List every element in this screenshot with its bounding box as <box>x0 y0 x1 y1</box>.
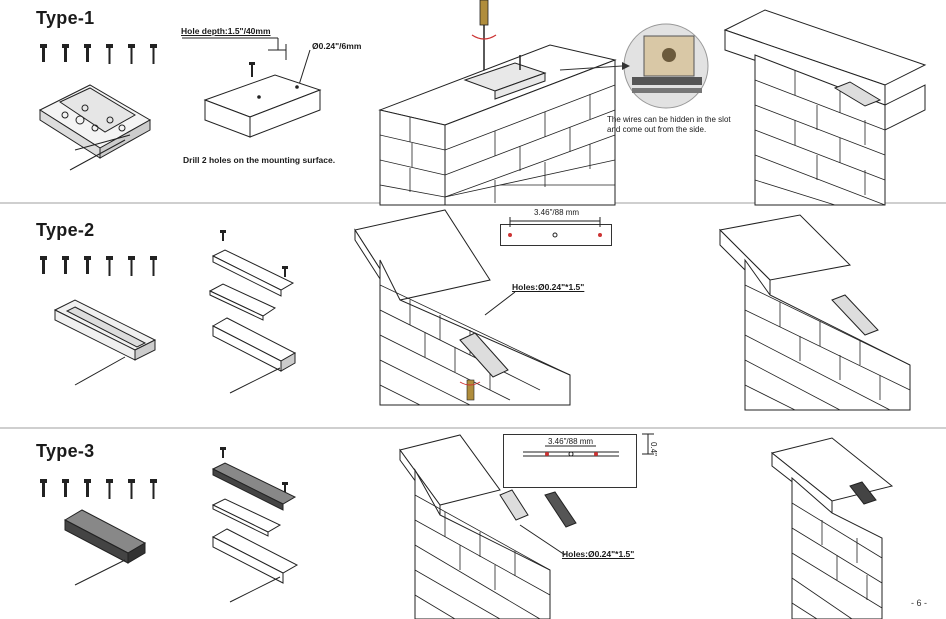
hole-diameter-label: Ø0.24"/6mm <box>312 41 362 51</box>
wire-closeup-icon <box>623 23 709 109</box>
spacing-dim-line <box>523 445 619 457</box>
mounting-block-illustration <box>203 62 322 138</box>
brick-wall-illustration <box>399 434 577 619</box>
brick-wall-illustration <box>378 0 617 206</box>
spacing-label: 3.46"/88 mm <box>548 437 594 446</box>
screws-icon <box>40 44 157 64</box>
holes-label: Holes:Ø0.24"*1.5" <box>562 549 635 559</box>
holes-label: Holes:Ø0.24"*1.5" <box>512 282 585 292</box>
exploded-parts-illustration <box>208 230 297 394</box>
type2-title: Type-2 <box>36 220 95 240</box>
hole-depth-label: Hole depth:1.5"/40mm <box>181 26 271 36</box>
brick-wall-illustration <box>354 209 571 406</box>
light-fixture-illustration <box>63 509 147 586</box>
pillar-illustration <box>718 214 911 411</box>
holes-leader <box>519 524 566 556</box>
spacing-label: 3.46"/88 mm <box>534 208 580 217</box>
drill-note: Drill 2 holes on the mounting surface. <box>183 155 336 165</box>
screws-icon <box>40 256 157 276</box>
mounting-plate-illustration <box>38 84 152 171</box>
spacing-diagram <box>503 434 637 488</box>
spacing-dim-line <box>508 217 602 238</box>
wires-note: The wires can be hidden in the slot and … <box>607 115 731 134</box>
light-fixture-illustration <box>53 299 157 386</box>
dimension-leader <box>182 37 311 89</box>
closeup-arrow <box>559 62 630 71</box>
depth-dim-line <box>642 433 654 455</box>
page-number: - 6 - <box>911 598 928 608</box>
section-divider-2 <box>0 427 946 429</box>
holes-leader <box>484 291 516 316</box>
pillar-illustration <box>723 9 927 206</box>
screws-icon <box>40 479 157 499</box>
spacing-diagram <box>500 224 612 246</box>
type3-title: Type-3 <box>36 441 95 461</box>
type1-title: Type-1 <box>36 8 95 28</box>
exploded-parts-illustration <box>211 447 299 603</box>
pillar-illustration <box>770 437 894 619</box>
